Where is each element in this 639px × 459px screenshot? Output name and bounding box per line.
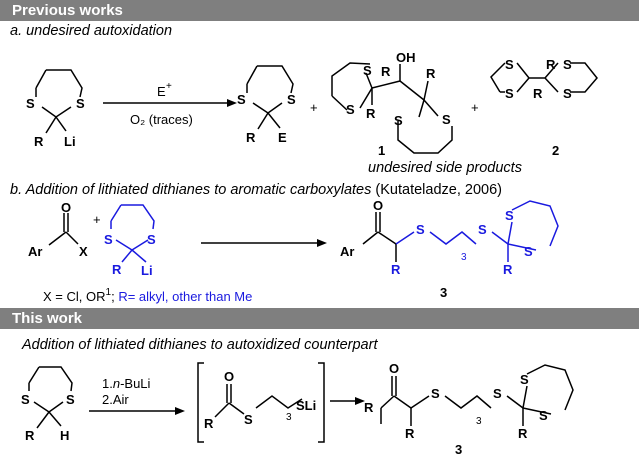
atom-r: R [112,262,122,277]
atom-s: S [287,92,296,107]
atom-r: R [366,106,376,121]
caption-a: a. undesired autoxidation [10,23,173,39]
condition-step-1: 1.n-BuLi [102,376,151,391]
atom-h: H [60,428,69,443]
chain-subscript: 3 [461,252,467,263]
reaction-arrow-d [330,397,365,405]
atom-s: S [104,232,113,247]
atom-o: O [389,361,399,376]
atom-x: X [79,244,88,259]
header-previous-works: Previous works [0,0,639,21]
atom-s: S [478,222,487,237]
atom-s: S [394,113,403,128]
atom-s: S [520,372,529,387]
atom-s: S [346,102,355,117]
caption-b-main: b. Addition of lithiated dithianes to ar… [10,182,372,198]
atom-r: R [426,66,436,81]
atom-s: S [237,92,246,107]
side-product-1: S S R OH R R S S 1 [331,50,453,158]
atom-o: O [373,198,383,213]
aromatic-carboxylate: O Ar X [28,200,88,259]
caption-b: b. Addition of lithiated dithianes to ar… [10,182,502,198]
atom-s: S [442,112,451,127]
product-substituted-dithiane: S S R E [237,65,296,145]
side-product-2: S S R S R S 2 [490,57,598,158]
intermediate-thioester-bracket: O R S 3 SLi [197,362,325,443]
compound-label-3: 3 [455,442,462,457]
atom-s: S [244,412,253,427]
reactant-dithiane: S S R H [21,366,75,443]
compound-label-3: 3 [440,285,447,300]
atom-r: R [25,428,35,443]
atom-ar: Ar [28,244,42,259]
condition-electrophile-charge: + [166,81,172,92]
atom-r: R [533,86,543,101]
atom-r: R [204,416,214,431]
atom-ar: Ar [340,244,354,259]
caption-side-products: undesired side products [368,160,522,176]
reaction-arrow-c: 1.n-BuLi 2.Air [89,376,185,415]
plus-sign: + [93,212,101,227]
reactant-lithiated-dithiane: S S R Li [26,69,85,149]
atom-r: R [246,130,256,145]
atom-s: S [505,57,514,72]
atom-s: S [66,392,75,407]
product-3-section-b: O Ar R S S 3 S S R 3 [340,198,559,300]
atom-r: R [503,262,513,277]
atom-r: R [391,262,401,277]
atom-s: S [539,408,548,423]
reagent-lithiated-dithiane-blue: S S R Li [104,204,156,278]
atom-r: R [518,426,528,441]
product-3-this-work: O R R S S 3 S S R 3 [364,361,574,457]
atom-s: S [363,63,372,78]
atom-sli: SLi [296,398,316,413]
x-definition: X = Cl, OR1; R= alkyl, other than Me [43,287,252,304]
compound-label-1: 1 [378,143,385,158]
chain-subscript: 3 [286,412,292,423]
atom-s: S [21,392,30,407]
atom-s: S [26,96,35,111]
atom-s: S [505,86,514,101]
plus-sign: + [310,100,318,115]
atom-r: R [405,426,415,441]
atom-s: S [76,96,85,111]
atom-e: E [278,130,287,145]
caption-b-reference: (Kutateladze, 2006) [375,182,502,198]
atom-r: R [381,64,391,79]
atom-s: S [563,86,572,101]
condition-oxygen-traces: O₂ (traces) [130,112,193,127]
atom-li: Li [141,263,153,278]
atom-r: R [364,400,374,415]
atom-s: S [493,386,502,401]
atom-o: O [61,200,71,215]
caption-this-work: Addition of lithiated dithianes to autox… [22,337,378,353]
condition-step-2: 2.Air [102,392,129,407]
atom-s: S [563,57,572,72]
atom-li: Li [64,134,76,149]
atom-s: S [505,208,514,223]
condition-electrophile: E [157,84,166,99]
atom-s: S [416,222,425,237]
plus-sign: + [471,100,479,115]
atom-s: S [524,244,533,259]
atom-oh: OH [396,50,416,65]
reaction-arrow-a: E + O₂ (traces) [103,81,237,127]
atom-s: S [431,386,440,401]
reaction-arrow-b [201,239,327,247]
chain-subscript: 3 [476,416,482,427]
atom-r: R [546,57,556,72]
atom-r: R [34,134,44,149]
atom-o: O [224,369,234,384]
atom-s: S [147,232,156,247]
header-this-work: This work [0,308,639,329]
compound-label-2: 2 [552,143,559,158]
